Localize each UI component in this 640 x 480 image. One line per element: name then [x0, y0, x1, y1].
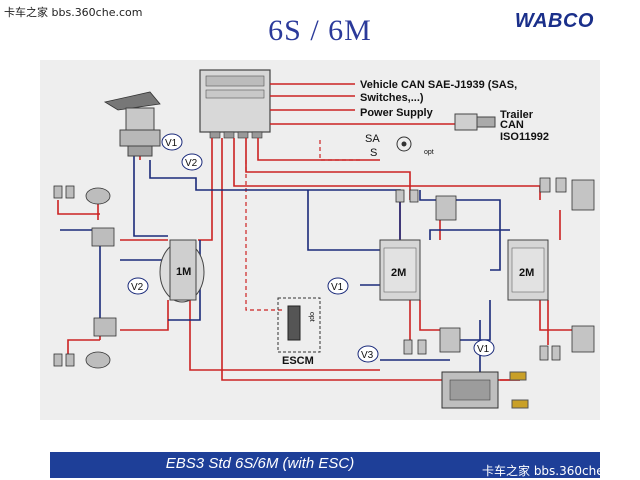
label-switches: Switches,...) [360, 92, 424, 104]
valve-markers [127, 133, 495, 363]
dashed-wires [245, 140, 360, 311]
label-s: S [370, 147, 377, 159]
footer-bar [50, 452, 600, 478]
label-power-supply: Power Supply [360, 107, 434, 119]
label-v1-right: V1 [477, 344, 490, 355]
modulator-1m [159, 239, 205, 303]
label-v2-left: V2 [131, 282, 144, 293]
label-iso: ISO11992 [500, 131, 549, 143]
modulator-2m-right [507, 239, 549, 301]
escm-module [277, 297, 321, 353]
ecu-unit [199, 69, 271, 139]
label-v3: V3 [361, 350, 374, 361]
axle-components [395, 177, 595, 361]
footer-caption: EBS3 Std 6S/6M (with ESC) [165, 455, 355, 472]
label-opt-sas: opt [424, 149, 434, 156]
trailer-can-connector [454, 113, 496, 131]
label-vehicle-can: Vehicle CAN SAE-J1939 (SAS, [360, 79, 517, 91]
steering-angle-sensor [396, 136, 412, 152]
trailer-control-valve [441, 371, 529, 409]
modulator-2m-left [379, 239, 421, 301]
label-v2-top: V2 [185, 158, 198, 169]
label-opt-escm: opt [308, 312, 315, 322]
label-escm: ESCM [282, 355, 314, 367]
wabco-logo: WABCO [514, 10, 594, 32]
watermark-top: 卡车之家 bbs.360che.com [4, 6, 143, 19]
label-2m-right: 2M [519, 267, 534, 279]
label-v1-middle: V1 [331, 282, 344, 293]
label-1m: 1M [176, 266, 191, 278]
watermark-bottom: 卡车之家 bbs.360che [482, 464, 604, 478]
label-trailer: Trailer [500, 109, 534, 121]
slide-title: 6S / 6M [268, 14, 372, 47]
label-v1-top: V1 [165, 138, 178, 149]
label-2m-left: 2M [391, 267, 406, 279]
left-components [53, 185, 117, 369]
brake-pedal-valve [103, 91, 161, 157]
label-sa: SA [365, 133, 380, 145]
label-can: CAN [500, 119, 524, 131]
